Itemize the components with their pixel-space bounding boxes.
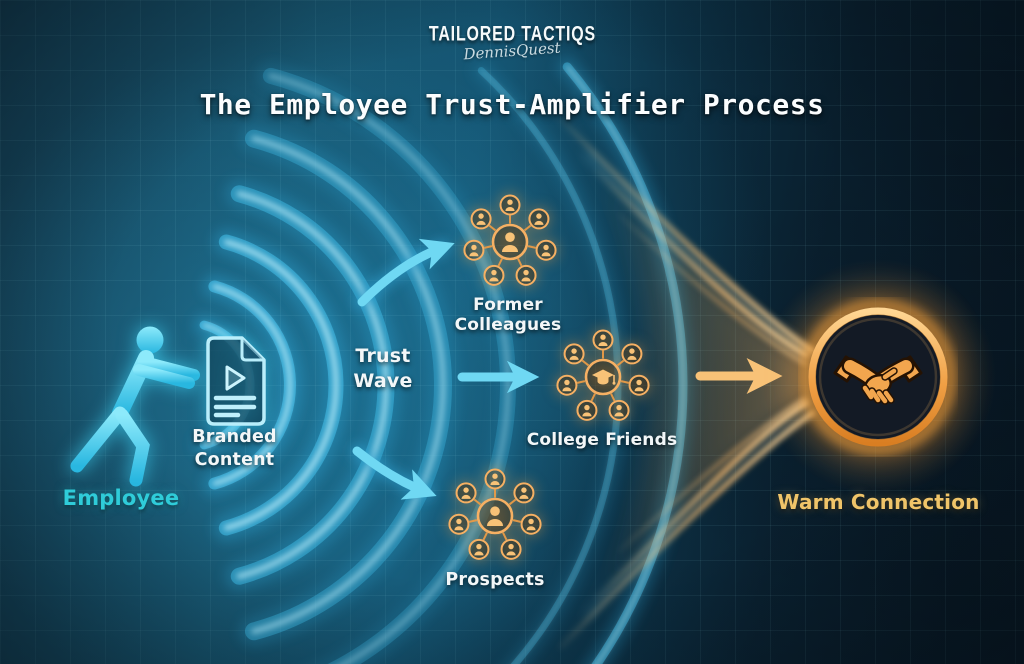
- cluster-prospects: [445, 466, 545, 566]
- trust-wave-label: Trust Wave: [353, 345, 413, 392]
- branded-content-label: Branded Content: [192, 427, 277, 470]
- network-cluster-icon: [556, 329, 650, 421]
- brand-header: TAILORED TACTIQS DennisQuest: [0, 23, 1024, 64]
- network-cluster-icon: [463, 194, 557, 286]
- handshake-icon: [800, 299, 956, 455]
- warm-connection-label: Warm Connection: [777, 490, 980, 514]
- page-title: The Employee Trust-Amplifier Process: [199, 88, 825, 121]
- prospects-label: Prospects: [445, 570, 545, 590]
- warm-connection-badge: [798, 297, 958, 457]
- network-cluster-icon: [448, 468, 542, 560]
- cluster-former-colleagues: [460, 192, 560, 292]
- document-play-icon: [206, 336, 266, 426]
- former-colleagues-label: Former Colleagues: [454, 295, 562, 335]
- college-friends-label: College Friends: [526, 430, 678, 450]
- cluster-college-friends: [553, 327, 653, 427]
- employee-label: Employee: [62, 486, 180, 510]
